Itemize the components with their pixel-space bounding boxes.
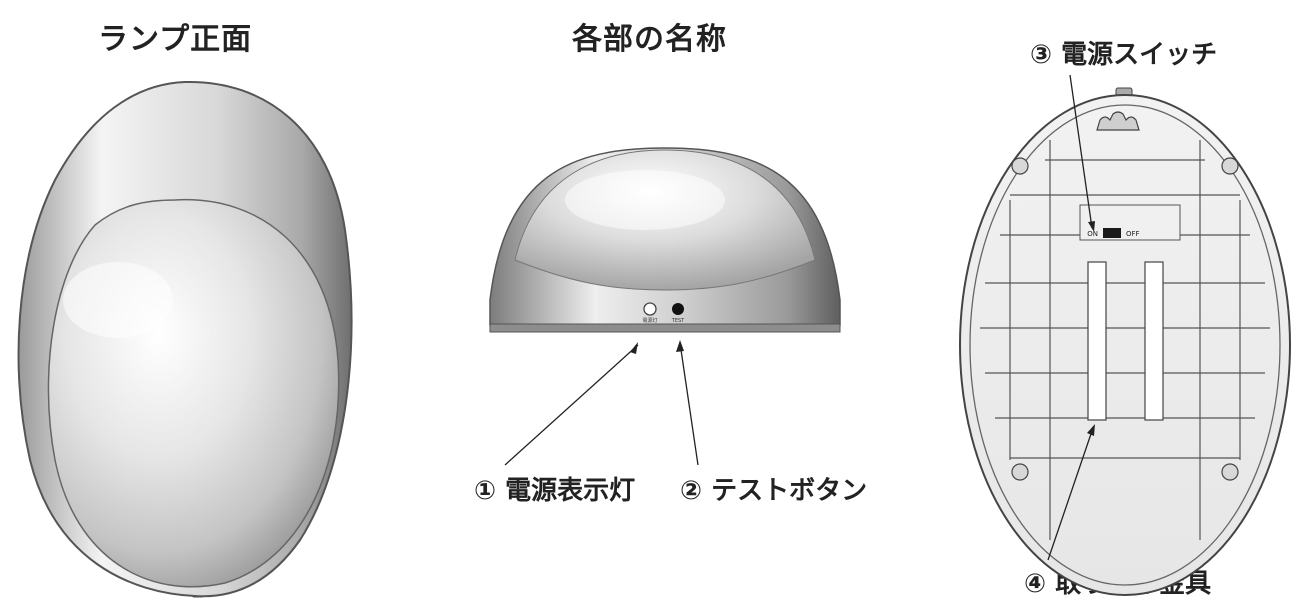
test-button-callout-line (679, 342, 699, 466)
back-shell-outer (959, 94, 1291, 596)
switch-on-text: ON (1087, 230, 1098, 238)
test-button-callout-arrow (676, 340, 684, 352)
screw-holes (1011, 157, 1239, 481)
parts-names-title: 各部の名称 (572, 22, 727, 57)
power-switch-callout-arrow (1088, 221, 1095, 232)
front-view-title: ランプ正面 (98, 22, 253, 57)
switch-off-text: OFF (1126, 230, 1140, 238)
test-small-text: TEST (671, 318, 685, 324)
lamp-front-view (17, 80, 353, 598)
test-button-label: ② テストボタン (680, 476, 868, 506)
dome-highlight (565, 170, 725, 230)
power-switch[interactable] (1103, 228, 1121, 238)
bracket-callout-arrow (1087, 424, 1095, 436)
power-switch-callout-line (1069, 74, 1093, 229)
power-lamp-callout-arrow (630, 342, 638, 354)
bracket-callout-line (1047, 427, 1094, 561)
lamp-back-view: ON OFF (959, 74, 1291, 596)
bracket-slot-right (1144, 261, 1164, 421)
lamp-front-lens (47, 198, 340, 588)
bracket-slot-left (1087, 261, 1107, 421)
lamp-front-highlight (63, 262, 173, 338)
power-lamp (643, 302, 657, 316)
power-lamp-small-text: 電源灯 (642, 317, 657, 324)
back-shell-inner (969, 104, 1281, 586)
switch-panel (1079, 204, 1181, 241)
power-lamp-label: ① 電源表示灯 (474, 476, 636, 506)
lamp-side-view: 電源灯 TEST (489, 147, 841, 466)
test-button[interactable] (672, 303, 684, 315)
back-top-clip (1096, 111, 1140, 131)
power-lamp-callout-line (504, 344, 639, 466)
dome-base-plate (489, 323, 841, 333)
power-switch-label: ③ 電源スイッチ (1030, 40, 1218, 70)
